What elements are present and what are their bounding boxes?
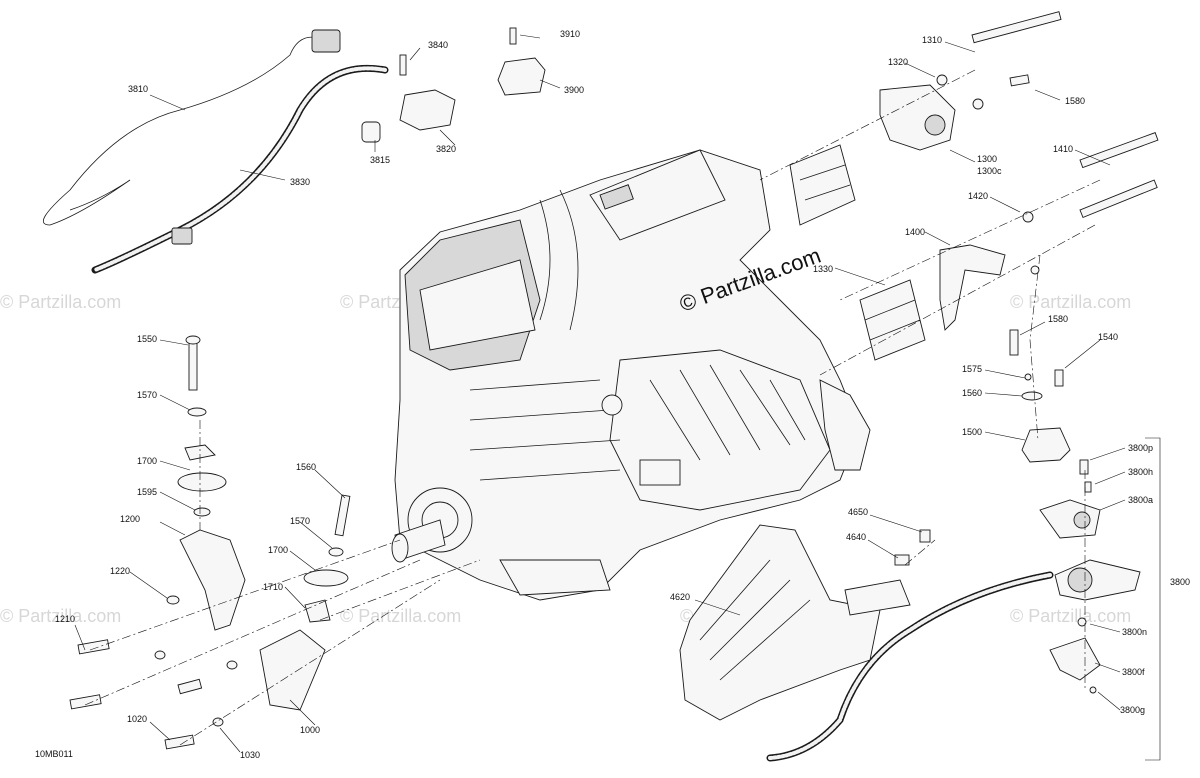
part-label: 1320: [888, 57, 908, 67]
wiring-harness-group: [43, 27, 546, 274]
part-label: 3830: [290, 177, 310, 187]
part-label: 1540: [1098, 332, 1118, 342]
assembly-axis-lines: [84, 69, 1101, 746]
sensor-3800-group: [766, 437, 1161, 762]
watermark-text: © Partzilla.com: [0, 292, 121, 312]
part-label: 4640: [846, 532, 866, 542]
part-label: 1220: [110, 566, 130, 576]
part-label: 1580: [1048, 314, 1068, 324]
watermark-text: © Partzilla.com: [340, 606, 461, 626]
part-label: 4650: [848, 507, 868, 517]
part-label: 1200: [120, 514, 140, 524]
part-label: 3810: [128, 84, 148, 94]
left-mount-parts: [69, 335, 351, 750]
part-label: 3840: [428, 40, 448, 50]
part-label: 1560: [962, 388, 982, 398]
part-label: 1420: [968, 191, 988, 201]
part-label: 1310: [922, 35, 942, 45]
part-label: 1030: [240, 750, 260, 760]
watermark-text: © Partzilla.com: [1010, 606, 1131, 626]
part-label: 1400: [905, 227, 925, 237]
engine-assembly: [391, 149, 871, 601]
housing-4620-group: [679, 524, 931, 721]
part-labels: 3810 3830 3840 3815 3820 3910 3900 1310 …: [55, 29, 1190, 760]
part-label: 1580: [1065, 96, 1085, 106]
part-label: 3800: [1170, 577, 1190, 587]
part-label: 1550: [137, 334, 157, 344]
part-label: 1595: [137, 487, 157, 497]
part-label: 1000: [300, 725, 320, 735]
figure-id: 10MB011: [35, 749, 73, 759]
part-label: 1300c: [977, 166, 1002, 176]
sensor-connector: [311, 29, 341, 53]
leader-lines: [74, 34, 1126, 753]
part-label: 1575: [962, 364, 982, 374]
part-label: 3800n: [1122, 627, 1147, 637]
part-label: 1700: [137, 456, 157, 466]
watermark-text: © Partzilla.com: [0, 606, 121, 626]
part-label: 3820: [436, 144, 456, 154]
part-label: 3800a: [1128, 495, 1153, 505]
part-label: 1560: [296, 462, 316, 472]
part-label: 3800g: [1120, 705, 1145, 715]
part-label: 1020: [127, 714, 147, 724]
part-label: 3800p: [1128, 443, 1153, 453]
part-label: 3900: [564, 85, 584, 95]
part-label: 1710: [263, 582, 283, 592]
part-label: 1410: [1053, 144, 1073, 154]
upper-mount-parts: [789, 11, 1159, 463]
part-label: 1300: [977, 154, 997, 164]
part-label: 1700: [268, 545, 288, 555]
part-label: 1570: [137, 390, 157, 400]
watermark-text: © Partzilla.com: [1010, 292, 1131, 312]
part-label: 4620: [670, 592, 690, 602]
part-label: 1570: [290, 516, 310, 526]
part-label: 1210: [55, 614, 75, 624]
part-label: 3910: [560, 29, 580, 39]
part-label: 1330: [813, 264, 833, 274]
part-label: 1500: [962, 427, 982, 437]
part-label: 3800f: [1122, 667, 1145, 677]
part-label: 3815: [370, 155, 390, 165]
part-label: 3800h: [1128, 467, 1153, 477]
